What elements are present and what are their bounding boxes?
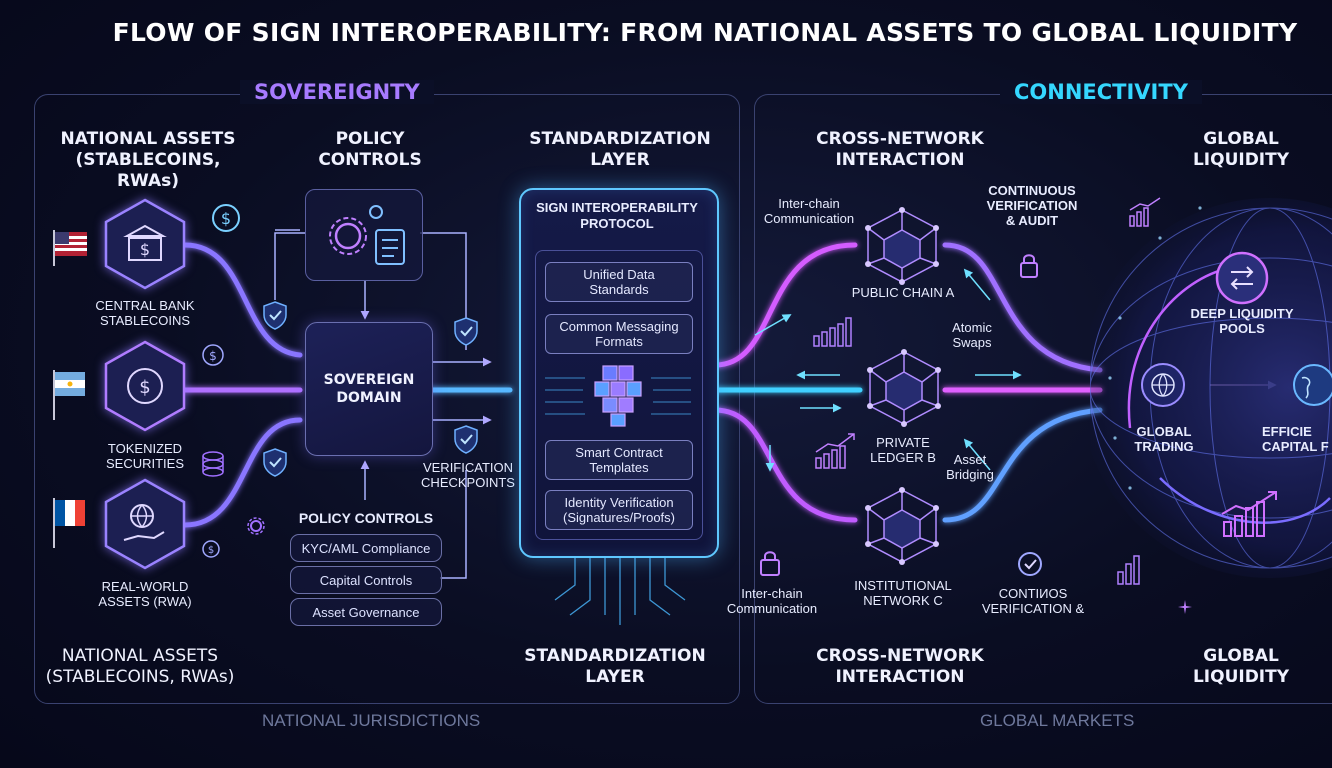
network-node-institutional-icon	[860, 484, 944, 573]
bar-chart-icon	[810, 314, 858, 353]
shield-check-icon	[453, 316, 479, 351]
check-circle-icon	[1016, 550, 1044, 583]
flag-us-icon	[50, 228, 90, 266]
cross-network-footer: CROSS-NETWORK INTERACTION	[800, 646, 1000, 688]
svg-text:$: $	[208, 545, 214, 556]
standardization-heading: STANDARDIZATION LAYER	[520, 129, 720, 171]
cross-network-heading: CROSS-NETWORK INTERACTION	[800, 129, 1000, 171]
standardization-footer: STANDARDIZATION LAYER	[515, 646, 715, 688]
flag-france-icon	[50, 496, 90, 548]
inter-chain-bottom-label: Inter-chain Communication	[716, 586, 828, 616]
inter-chain-top-label: Inter-chain Communication	[754, 196, 864, 226]
protocol-item-data-standards: Unified Data Standards	[545, 262, 693, 302]
policy-item-kyc: KYC/AML Compliance	[290, 534, 442, 562]
global-liquidity-footer: GLOBAL LIQUIDITY	[1176, 646, 1306, 688]
flag-argentina-icon	[50, 368, 90, 420]
protocol-item-messaging: Common Messaging Formats	[545, 314, 693, 354]
dollar-coin-icon: $	[102, 338, 188, 434]
national-assets-heading: NATIONAL ASSETS (STABLECOINS, RWAs)	[48, 129, 248, 192]
network-node-public-icon	[860, 204, 944, 293]
asset-label-1: CENTRAL BANK STABLECOINS	[80, 298, 210, 328]
padlock-icon	[1018, 252, 1040, 285]
policy-item-governance: Asset Governance	[290, 598, 442, 626]
globe-icon	[1140, 362, 1186, 413]
global-trading-label: GLOBAL TRADING	[1126, 424, 1202, 454]
dollar-coin-small-icon: $	[200, 538, 222, 565]
gear-icon	[246, 516, 266, 541]
asset-label-2: TOKENIZED SECURITIES	[80, 441, 210, 471]
protocol-title: SIGN INTEROPERABILITY PROTOCOL	[519, 200, 715, 232]
network-public-chain-label: PUBLIC CHAIN A	[838, 285, 968, 300]
deep-liquidity-pools-label: DEEP LIQUIDITY POOLS	[1180, 306, 1304, 336]
network-institutional-label: INSTITUTIONAL NETWORK C	[838, 578, 968, 608]
globe-hand-icon	[102, 476, 188, 572]
continuous-verification-top-label: CONTINUOUS VERIFICATION & AUDIT	[972, 183, 1092, 228]
swap-arrows-icon	[1214, 250, 1270, 311]
asset-bridging-label: Asset Bridging	[938, 452, 1002, 482]
trend-chart-icon	[1218, 488, 1282, 545]
asset-label-3: REAL-WORLD ASSETS (RWA)	[80, 579, 210, 609]
policy-gears-box	[305, 189, 423, 281]
bank-icon: $	[102, 196, 188, 292]
continuous-verification-bottom-label: CONTIИOS VERIFICATION &	[972, 586, 1094, 616]
global-liquidity-heading: GLOBAL LIQUIDITY	[1176, 129, 1306, 171]
verification-checkpoints-label: VERIFICATION CHECKPOINTS	[416, 460, 520, 490]
sovereign-domain-box[interactable]: SOVEREIGN DOMAIN	[305, 322, 433, 456]
trend-chart-icon	[812, 432, 860, 475]
shield-check-icon	[262, 300, 288, 335]
bar-chart-icon	[1114, 546, 1148, 591]
svg-text:$: $	[139, 377, 150, 398]
svg-text:$: $	[221, 209, 231, 228]
policy-controls-heading: POLICY CONTROLS	[300, 129, 440, 171]
cube-cluster-icon	[545, 360, 691, 435]
network-node-private-icon	[862, 346, 946, 435]
svg-text:$: $	[140, 240, 150, 259]
sparkle-icon	[1178, 600, 1192, 617]
gear-checklist-icon	[306, 190, 422, 280]
svg-text:$: $	[209, 349, 217, 363]
efficient-capital-label: EFFICIE CAPITAL F	[1262, 424, 1332, 454]
policy-item-capital: Capital Controls	[290, 566, 442, 594]
world-icon	[1290, 362, 1332, 413]
dollar-coin-icon: $	[210, 202, 242, 239]
shield-check-icon	[262, 447, 288, 482]
policy-controls-list-title: POLICY CONTROLS	[288, 510, 444, 526]
dollar-coin-small-icon: $	[200, 342, 226, 373]
sovereign-domain-label: SOVEREIGN DOMAIN	[324, 371, 415, 407]
padlock-icon	[758, 548, 782, 583]
atomic-swaps-label: Atomic Swaps	[940, 320, 1004, 350]
protocol-item-smart-contract: Smart Contract Templates	[545, 440, 693, 480]
national-assets-footer: NATIONAL ASSETS (STABLECOINS, RWAs)	[40, 646, 240, 688]
shield-check-icon	[453, 424, 479, 459]
protocol-item-identity: Identity Verification (Signatures/Proofs…	[545, 490, 693, 530]
trend-chart-icon	[1126, 196, 1164, 233]
